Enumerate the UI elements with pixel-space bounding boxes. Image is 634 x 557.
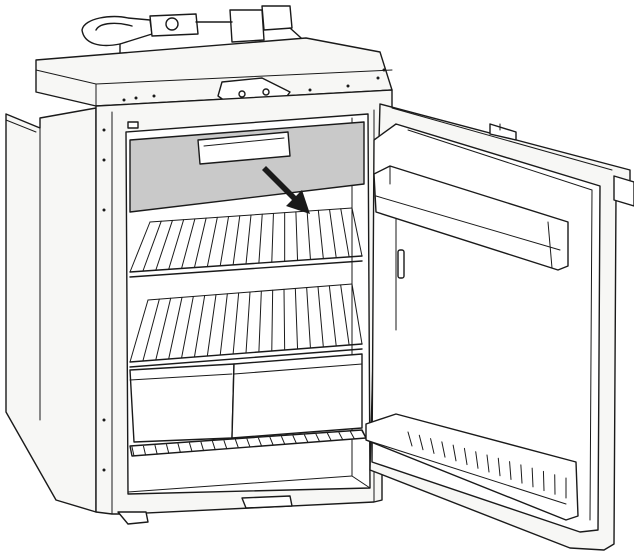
foot-middle — [241, 495, 293, 509]
liner-slot — [397, 249, 405, 279]
crispers — [129, 353, 363, 443]
middle-shelf — [129, 283, 363, 368]
upper-shelf — [129, 207, 363, 278]
shelves — [129, 207, 363, 368]
arrow-icon — [262, 166, 310, 214]
top-screw-holes — [122, 68, 386, 102]
left-crisper — [129, 363, 235, 443]
door-hinge — [489, 123, 517, 141]
door — [365, 103, 634, 551]
frame-screw-holes — [102, 128, 106, 472]
freezer-flap-panel — [129, 121, 365, 213]
left-side-wall — [5, 107, 97, 513]
right-crisper — [231, 353, 363, 439]
feet — [117, 495, 293, 525]
frame-label-tab — [127, 121, 139, 129]
top-mechanics — [81, 5, 311, 55]
foot-left — [117, 511, 149, 525]
